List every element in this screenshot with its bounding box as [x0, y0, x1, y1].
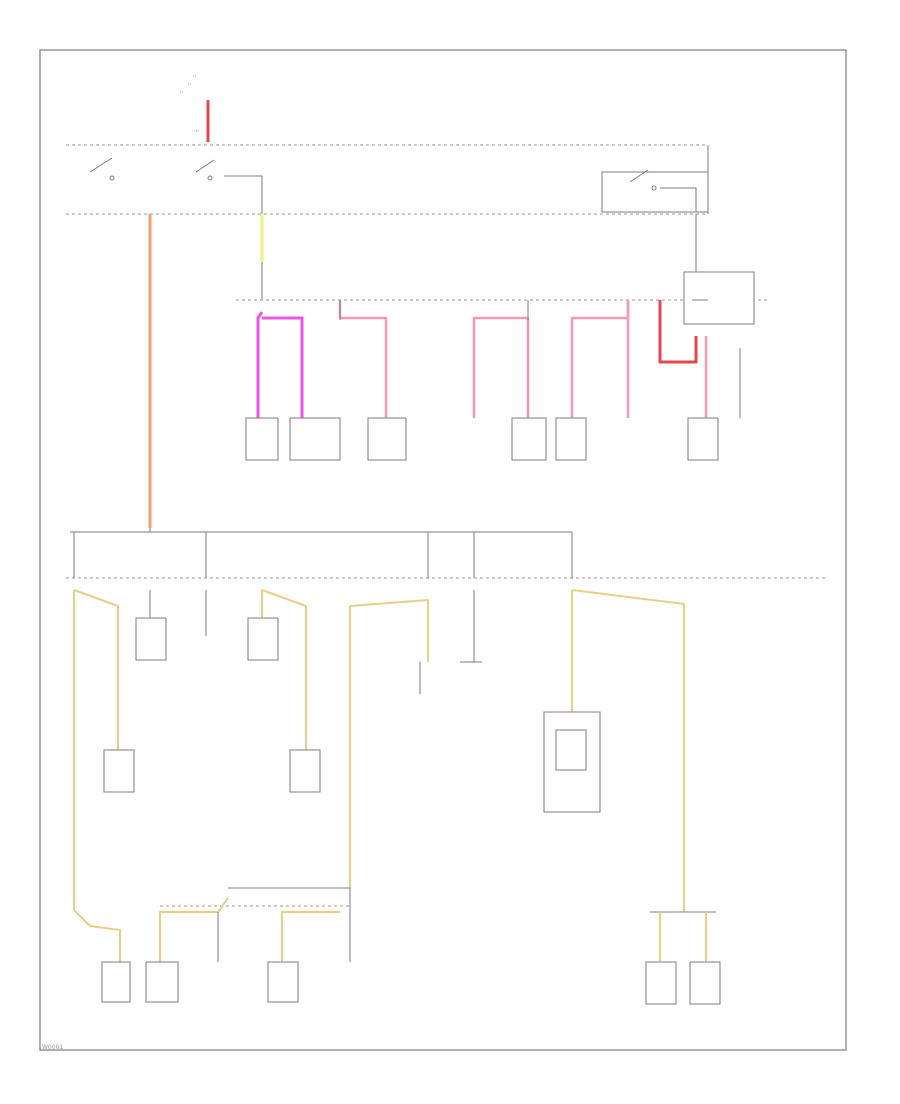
component-b5	[689, 961, 721, 1005]
wire-mag-a	[256, 311, 264, 418]
upper-components	[245, 417, 719, 461]
main-feeds	[148, 214, 697, 532]
component-u6	[687, 417, 719, 461]
svg-text:H: H	[180, 90, 183, 94]
lower-circuits	[73, 589, 716, 962]
component-u4	[511, 417, 547, 461]
wire-tan-i	[159, 897, 229, 962]
wire-tan-a	[73, 590, 121, 962]
wire-pink-a	[338, 300, 388, 418]
component-l1	[135, 617, 167, 661]
component-l3	[103, 749, 135, 793]
component-u1	[245, 417, 279, 461]
ignition-switch-box	[66, 144, 709, 215]
component-l4	[289, 749, 321, 793]
component-u5	[555, 417, 587, 461]
component-u3	[367, 417, 407, 461]
component-b2	[145, 961, 179, 1003]
svg-text:H: H	[188, 82, 191, 86]
component-b1	[101, 961, 131, 1003]
wire-tan-b	[73, 589, 119, 750]
diagram-border	[39, 49, 847, 1051]
svg-text:H: H	[196, 129, 199, 133]
wire-red-b	[658, 300, 698, 364]
upper-fuse-block	[236, 271, 770, 418]
component-b4	[645, 961, 677, 1005]
component-u2	[289, 417, 341, 461]
wire-tan-d	[261, 589, 307, 750]
wire-tan-f	[349, 599, 429, 662]
component-l2	[247, 617, 279, 661]
lower-components	[101, 617, 721, 1005]
diagram-code: W0001	[42, 1044, 63, 1051]
wire-tan-j	[281, 911, 340, 962]
upper-circuits	[256, 300, 708, 418]
wire-pink-b	[472, 316, 530, 418]
wire-mag-b	[262, 316, 304, 418]
component-l5-inner	[555, 729, 587, 771]
svg-text:H: H	[193, 74, 196, 78]
wire-pink-c	[570, 300, 630, 418]
wire-tan-h	[571, 589, 685, 912]
lower-fuse-block	[66, 531, 828, 579]
battery-feed: H H H H	[180, 74, 210, 142]
component-b3	[267, 961, 299, 1003]
